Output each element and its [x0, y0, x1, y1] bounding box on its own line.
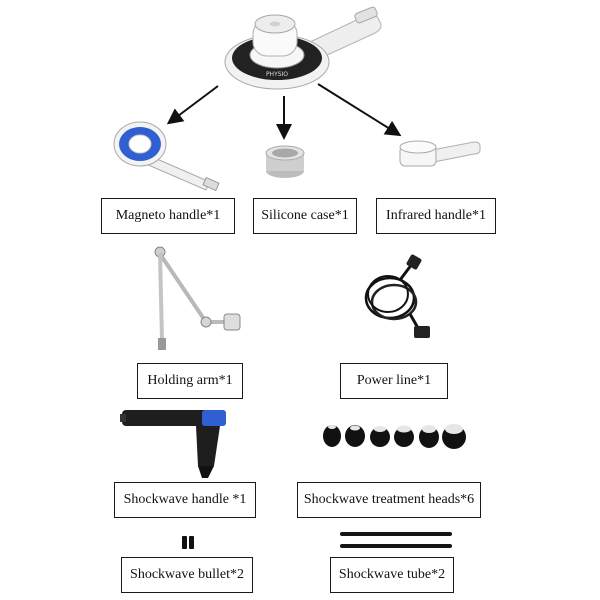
silicone-case-label: Silicone case*1 — [253, 198, 357, 234]
svg-text:PHYSIO: PHYSIO — [266, 71, 288, 78]
infrared-handle-icon — [399, 140, 481, 167]
holding-arm-icon — [154, 246, 241, 350]
shockwave-handle-label: Shockwave handle *1 — [114, 482, 256, 518]
bullet-icon — [182, 536, 194, 549]
shockwave-bullet-label: Shockwave bullet*2 — [121, 557, 253, 593]
shockwave-heads-label: Shockwave treatment heads*6 — [297, 482, 481, 518]
magneto-handle-icon — [113, 121, 220, 192]
shockwave-tube-label: Shockwave tube*2 — [330, 557, 454, 593]
tube-icon — [340, 532, 452, 548]
holding-arm-label: Holding arm*1 — [137, 363, 243, 399]
arrow-right — [317, 83, 402, 137]
magneto-handle-label: Magneto handle*1 — [101, 198, 235, 234]
shockwave-gun-icon — [120, 410, 226, 478]
main-device-icon: PHYSIO — [224, 6, 382, 90]
power-line-label: Power line*1 — [340, 363, 448, 399]
arrow-left — [166, 85, 219, 125]
infrared-handle-label: Infrared handle*1 — [376, 198, 496, 234]
silicone-case-icon — [265, 145, 305, 178]
power-cable-icon — [364, 254, 430, 338]
arrows — [166, 83, 402, 140]
treatment-head-icon — [323, 424, 466, 449]
